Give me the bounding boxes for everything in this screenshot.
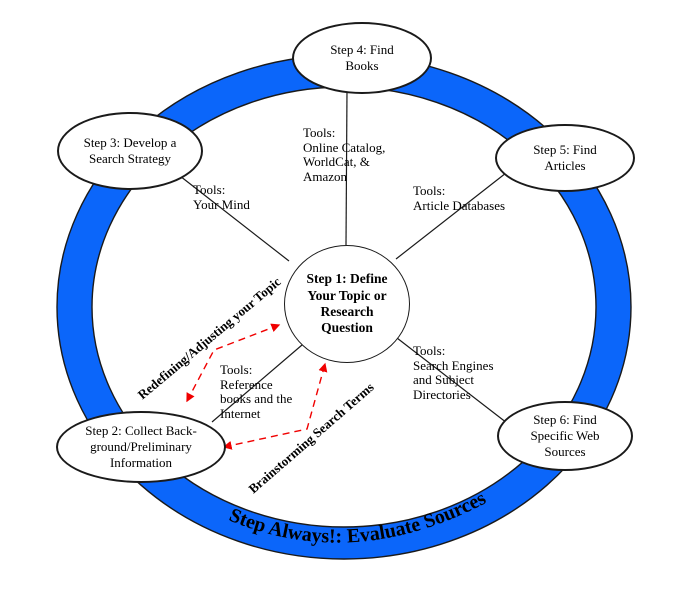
tools-label-search-engines: Tools: Search Engines and Subject Direct… — [413, 343, 494, 403]
node-step-2-label: Step 2: Collect Back- ground/Preliminary… — [85, 423, 197, 470]
connector-step6 — [396, 337, 508, 424]
tools-label-reference-books: Tools: Reference books and the Internet — [220, 362, 293, 422]
node-step-4-label: Step 4: Find Books — [330, 42, 394, 73]
node-step-4: Step 4: Find Books — [292, 22, 432, 94]
node-step-6-label: Step 6: Find Specific Web Sources — [530, 412, 600, 459]
node-step-3: Step 3: Develop a Search Strategy — [57, 112, 203, 190]
node-step-1-label: Step 1: Define Your Topic or Research Qu… — [306, 271, 388, 336]
node-step-5-label: Step 5: Find Articles — [533, 142, 597, 173]
node-step-1-center: Step 1: Define Your Topic or Research Qu… — [284, 245, 410, 363]
connector-step4 — [345, 89, 348, 246]
tools-label-your-mind: Tools: Your Mind — [193, 182, 250, 212]
node-step-6: Step 6: Find Specific Web Sources — [497, 401, 633, 471]
connector-step5 — [395, 172, 507, 260]
brainstorming-arrow — [222, 362, 328, 450]
tools-label-article-databases: Tools: Article Databases — [413, 183, 506, 213]
blue-ring — [56, 54, 632, 560]
tools-label-online-catalog: Tools: Online Catalog, WorldCat, & Amazo… — [303, 125, 386, 185]
node-step-5: Step 5: Find Articles — [495, 124, 635, 192]
connector-step3 — [179, 175, 290, 262]
node-step-2: Step 2: Collect Back- ground/Preliminary… — [56, 411, 226, 483]
node-step-3-label: Step 3: Develop a Search Strategy — [83, 135, 177, 166]
